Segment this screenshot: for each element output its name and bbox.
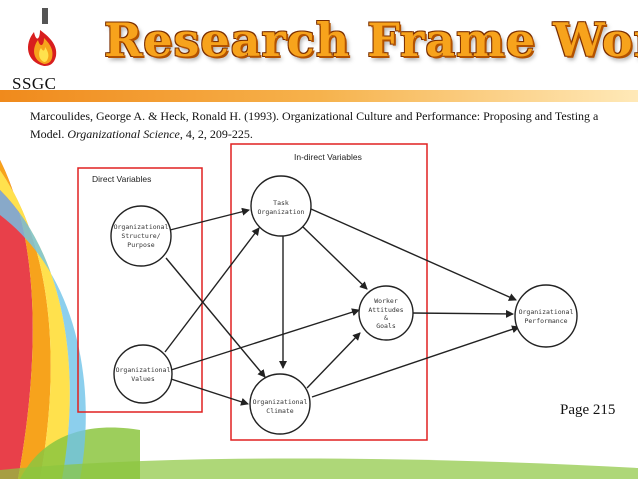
bottom-green-band <box>0 458 638 479</box>
edge-values-task <box>164 227 260 353</box>
node-worker: Worker Attitudes & Goals <box>358 285 414 341</box>
node-worker-line3: & <box>384 314 388 322</box>
direct-variables-box <box>77 167 203 413</box>
node-values: Organizational Values <box>113 344 173 404</box>
logo: SSGC <box>4 4 64 98</box>
title-divider <box>0 90 638 102</box>
citation-details: , 4, 2, 209-225. <box>179 127 253 141</box>
direct-variables-label: Direct Variables <box>92 174 151 184</box>
node-climate-line1: Organizational <box>253 398 308 406</box>
indirect-variables-box <box>230 143 428 441</box>
node-worker-line2: Attitudes <box>368 306 403 314</box>
swoosh-blue <box>0 190 86 479</box>
citation-journal: Organizational Science <box>67 127 180 141</box>
node-climate: Organizational Climate <box>249 373 311 435</box>
node-values-line1: Organizational <box>116 366 171 374</box>
edge-structure-climate <box>165 257 266 378</box>
citation-text: Marcoulides, George A. & Heck, Ronald H.… <box>30 109 599 141</box>
swoosh-orange <box>0 160 51 479</box>
page-title: Research Frame Work <box>104 13 638 67</box>
node-values-line2: Values <box>131 375 155 383</box>
flame-icon <box>28 8 57 66</box>
swoosh-yellow <box>0 170 70 479</box>
node-performance-line2: Performance <box>524 317 567 325</box>
node-structure-line2: Structure/ <box>121 232 160 240</box>
edge-structure-task <box>169 207 250 231</box>
edge-climate-performance <box>311 325 520 398</box>
node-task-line1: Task <box>273 199 289 207</box>
node-worker-line1: Worker <box>374 297 398 305</box>
page-number: Page 215 <box>560 402 616 418</box>
logo-label: SSGC <box>12 74 57 93</box>
edge-task-performance <box>310 208 517 301</box>
node-performance-line1: Organizational <box>519 308 574 316</box>
indirect-variables-label: In-direct Variables <box>294 152 362 162</box>
node-task-line2: Organization <box>258 208 305 216</box>
edge-values-worker <box>170 308 360 371</box>
edge-worker-performance <box>410 309 514 318</box>
node-worker-line4: Goals <box>376 322 396 330</box>
swoosh-red <box>0 160 33 479</box>
edge-values-climate <box>170 378 249 406</box>
node-structure: Organizational Structure/ Purpose <box>110 205 172 267</box>
edge-climate-worker <box>306 332 361 389</box>
node-climate-line2: Climate <box>266 407 293 415</box>
node-structure-line1: Organizational <box>114 223 169 231</box>
node-performance: Organizational Performance <box>514 284 578 348</box>
node-task: Task Organization <box>250 175 312 237</box>
node-structure-line3: Purpose <box>127 241 154 249</box>
edge-task-worker <box>301 225 368 290</box>
citation: Marcoulides, George A. & Heck, Ronald H.… <box>30 107 630 143</box>
